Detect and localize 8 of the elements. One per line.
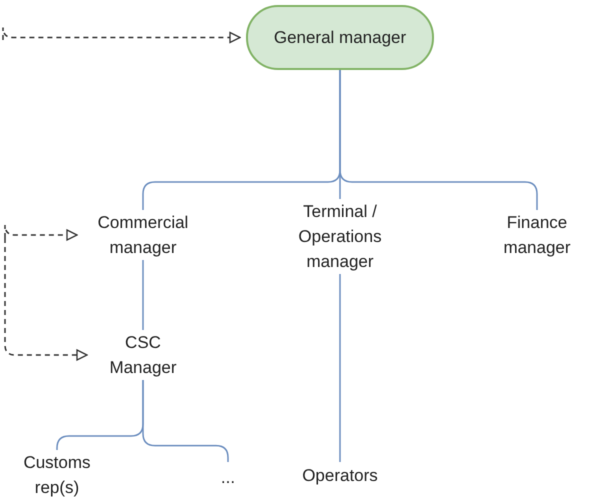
connector-line bbox=[142, 380, 229, 462]
arrow bbox=[4, 224, 78, 241]
arrow bbox=[4, 238, 88, 361]
rounded-box: General manager bbox=[246, 5, 434, 70]
arrow bbox=[2, 26, 241, 44]
connector-line bbox=[142, 260, 144, 330]
connector-line bbox=[339, 274, 341, 462]
connector-line bbox=[339, 70, 538, 210]
